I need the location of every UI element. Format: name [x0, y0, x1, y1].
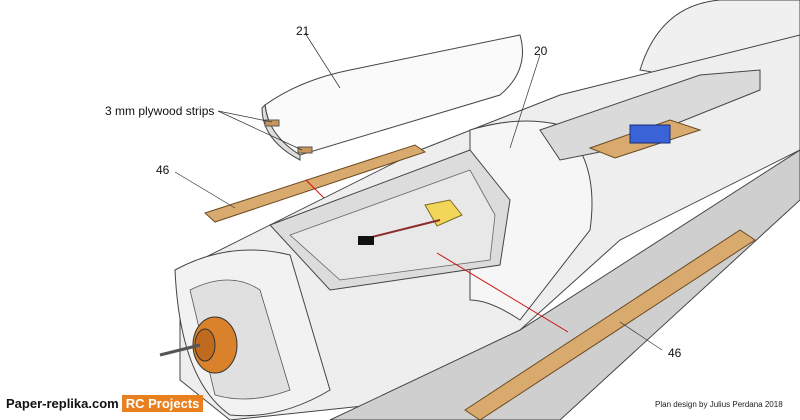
label-plywood-strips: 3 mm plywood strips [105, 104, 215, 118]
arrow-46-right [436, 252, 569, 333]
fuselage-side [329, 149, 800, 420]
label-part-46-right: 46 [668, 346, 682, 360]
rear-hatch-opening [539, 69, 761, 161]
hatch-floor [289, 169, 496, 281]
leader-21 [304, 32, 341, 89]
label-part-21: 21 [296, 24, 310, 38]
leader-strip [217, 110, 273, 123]
plywood-strip [297, 146, 313, 154]
leader-strip [217, 110, 303, 151]
brand-logo: Paper-replika.com RC Projects [6, 395, 204, 412]
motor-shaft [159, 343, 201, 357]
part-46-right [464, 229, 756, 420]
servo [629, 124, 671, 144]
brand-name: Paper-replika.com [6, 396, 119, 411]
label-part-46-left: 46 [156, 163, 170, 177]
plywood-strip [264, 119, 280, 127]
brand-badge: RC Projects [121, 395, 204, 412]
leader-20 [509, 54, 541, 149]
design-credit: Plan design by Julius Perdana 2018 [655, 400, 783, 409]
connector [358, 236, 374, 245]
leader-46-right [619, 321, 663, 351]
part-46-left [204, 144, 427, 223]
leader-46-left [174, 171, 236, 209]
arrow-46-left [305, 179, 325, 199]
receiver [424, 199, 463, 227]
label-part-20: 20 [534, 44, 548, 58]
